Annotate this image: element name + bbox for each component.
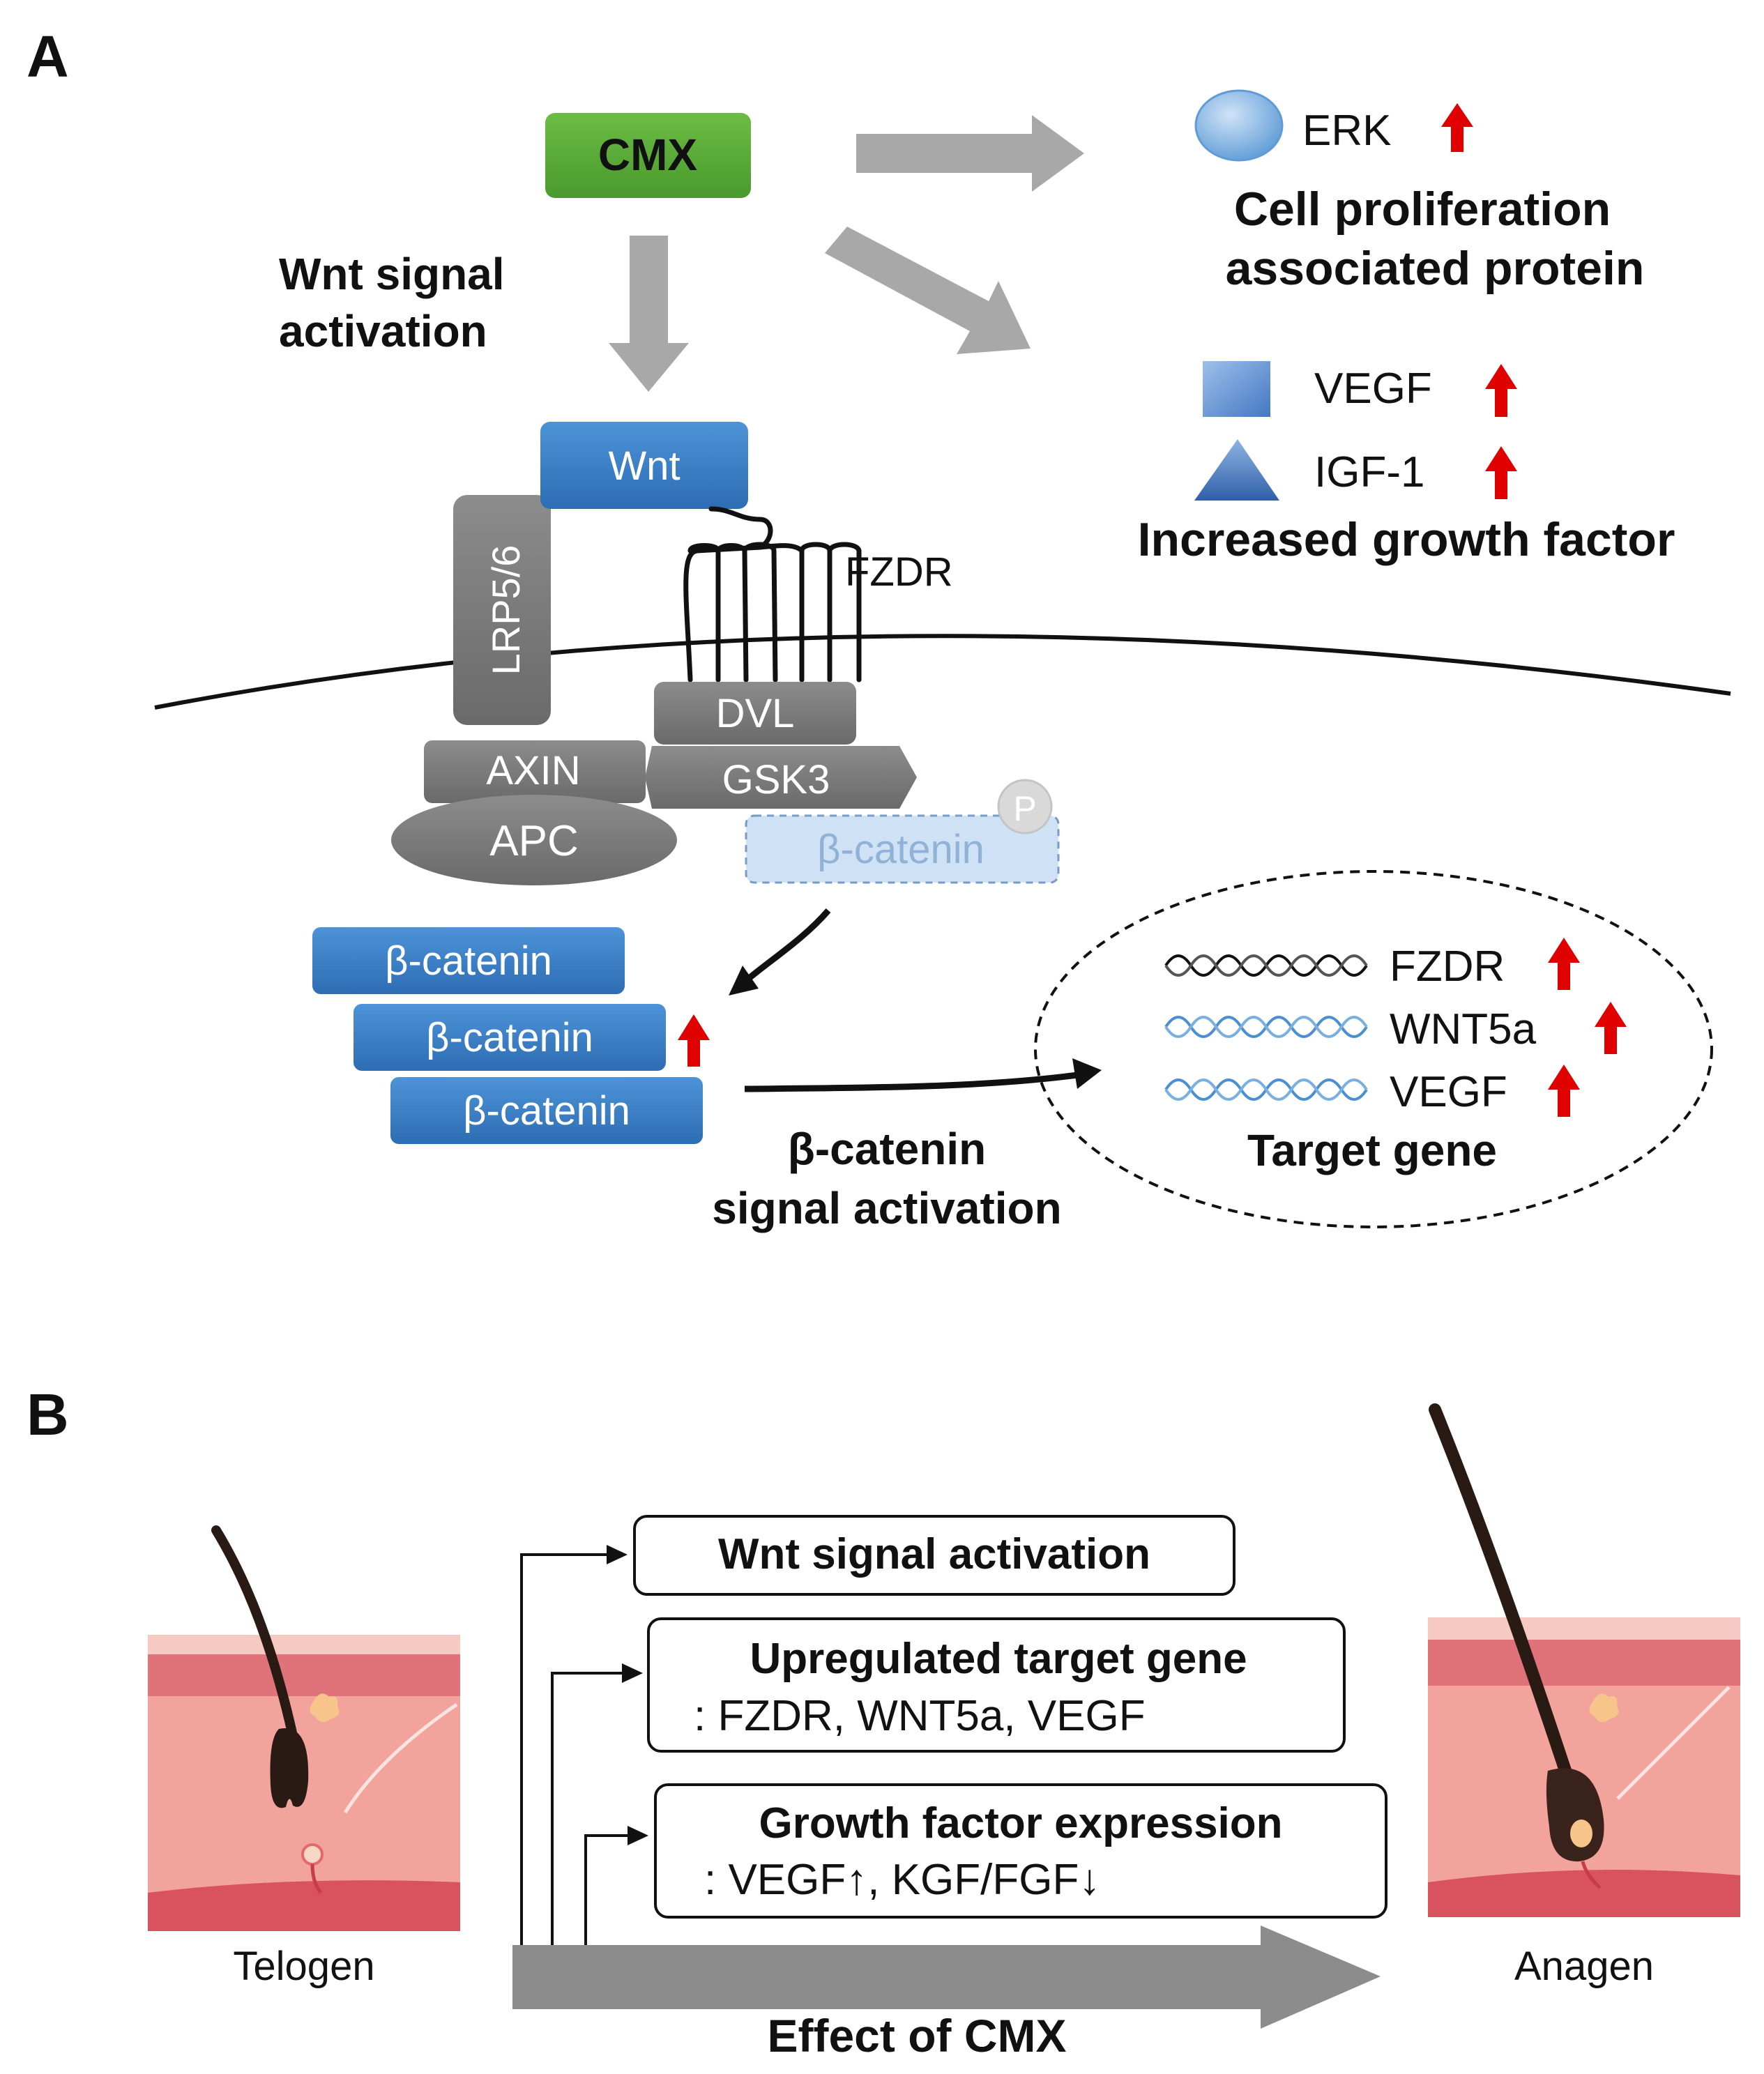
cell-membrane (154, 634, 1731, 710)
anagen-label: Anagen (1514, 1944, 1654, 1989)
effect-of-cmx-arrow (512, 1926, 1381, 2029)
connector-arrowhead-1-icon (607, 1545, 628, 1564)
telogen-label: Telogen (233, 1944, 374, 1989)
release-arrow (737, 908, 831, 989)
axin-box: AXIN (424, 740, 646, 803)
dna-helix-1-icon (1164, 954, 1368, 977)
axin-label: AXIN (486, 748, 580, 793)
target-gene-wnt5a: WNT5a (1390, 1005, 1537, 1053)
beta-catenin-box-3 (390, 1077, 703, 1144)
igf1-up-arrow-icon (1485, 446, 1517, 499)
vegf-square-icon (1203, 361, 1270, 417)
panel-a-letter: A (26, 24, 69, 89)
wnt-signal-activation-line2: activation (279, 306, 487, 356)
target-gene-vegf: VEGF (1390, 1068, 1507, 1116)
target-wnt5a-up-arrow-icon (1595, 1002, 1627, 1054)
telogen-skin-illustration (148, 1525, 460, 1931)
dna-helix-3-icon (1164, 1078, 1368, 1101)
beta-catenin-signal-line2: signal activation (712, 1183, 1061, 1233)
cell-proliferation-line1: Cell proliferation (1234, 183, 1611, 236)
signal-activation-arrowhead-icon (1072, 1058, 1102, 1089)
phospho-beta-catenin: β-catenin P (745, 779, 1060, 884)
phospho-beta-catenin-label: β-catenin (817, 827, 984, 872)
lrp56-receptor: LRP5/6 (453, 495, 551, 725)
beta-catenin-label-3: β-catenin (463, 1088, 630, 1134)
box1-label: Wnt signal activation (718, 1530, 1150, 1578)
target-gene-region (1034, 870, 1713, 1228)
increased-growth-factor-label: Increased growth factor (1138, 513, 1675, 566)
arrow-to-erk (856, 115, 1084, 192)
connector-arrowhead-2-icon (622, 1663, 643, 1683)
box3-sub: : VEGF↑, KGF/FGF↓ (704, 1856, 1100, 1904)
phosphate-circle-icon (997, 779, 1053, 834)
beta-catenin-label-1: β-catenin (385, 938, 552, 984)
beta-catenin-up-arrow-icon (678, 1014, 710, 1067)
cell-proliferation-line2: associated protein (1226, 242, 1645, 295)
connector-arrowhead-3-icon (628, 1826, 648, 1845)
beta-catenin-label-2: β-catenin (426, 1015, 593, 1060)
cmx-box: CMX (545, 113, 751, 198)
fzdr-label: FZDR (845, 549, 953, 595)
apc-label: APC (489, 817, 578, 865)
phosphate-label: P (1013, 789, 1036, 828)
vegf-label: VEGF (1314, 365, 1432, 413)
vegf-up-arrow-icon (1485, 364, 1517, 417)
dna-helix-2-icon (1164, 1016, 1368, 1038)
apc-ellipse: APC (391, 795, 677, 885)
anagen-skin-illustration (1428, 1403, 1740, 1917)
fzdr-loop (759, 543, 804, 553)
growth-factor-expression-box: Growth factor expression : VEGF↑, KGF/FG… (654, 1783, 1387, 1919)
igf1-label: IGF-1 (1314, 448, 1424, 496)
arrow-to-growth-factors (825, 227, 1031, 354)
signal-activation-arrow (744, 1070, 1088, 1092)
wnt-label: Wnt (608, 443, 680, 489)
beta-catenin-stack: β-catenin β-catenin β-catenin (312, 927, 703, 1144)
box2-title: Upregulated target gene (750, 1635, 1247, 1683)
target-gene-fzdr: FZDR (1390, 943, 1505, 991)
wnt-signal-activation-line1: Wnt signal (279, 249, 505, 299)
target-vegf-up-arrow-icon (1548, 1065, 1580, 1117)
igf1-triangle-icon (1194, 439, 1279, 501)
wnt-signal-activation-box: Wnt signal activation (633, 1515, 1235, 1596)
erk-sphere-icon (1194, 89, 1284, 162)
effect-of-cmx-label: Effect of CMX (768, 2010, 1067, 2061)
dvl-box: DVL (654, 682, 856, 745)
box3-title: Growth factor expression (759, 1799, 1282, 1847)
arrow-down-to-wnt (609, 236, 689, 392)
fzdr-receptor-coil (683, 506, 862, 683)
box2-sub: : FZDR, WNT5a, VEGF (694, 1692, 1146, 1740)
connector-lines (520, 1553, 634, 1945)
beta-catenin-box-1 (312, 927, 625, 994)
erk-up-arrow-icon (1441, 103, 1473, 152)
gsk3-label: GSK3 (722, 757, 830, 802)
panel-b-letter: B (26, 1382, 69, 1447)
lrp56-label: LRP5/6 (484, 545, 528, 676)
beta-catenin-box-2 (353, 1004, 666, 1071)
target-gene-label: Target gene (1247, 1125, 1497, 1175)
dvl-label: DVL (716, 691, 795, 736)
beta-catenin-signal-line1: β-catenin (788, 1124, 986, 1174)
release-arrowhead-icon (729, 966, 759, 996)
upregulated-target-gene-box: Upregulated target gene : FZDR, WNT5a, V… (647, 1617, 1346, 1753)
erk-label: ERK (1302, 107, 1391, 155)
gsk3-box: GSK3 (645, 746, 917, 809)
wnt-ligand-box: Wnt (540, 422, 748, 509)
cmx-label: CMX (598, 130, 698, 180)
target-fzdr-up-arrow-icon (1548, 938, 1580, 990)
